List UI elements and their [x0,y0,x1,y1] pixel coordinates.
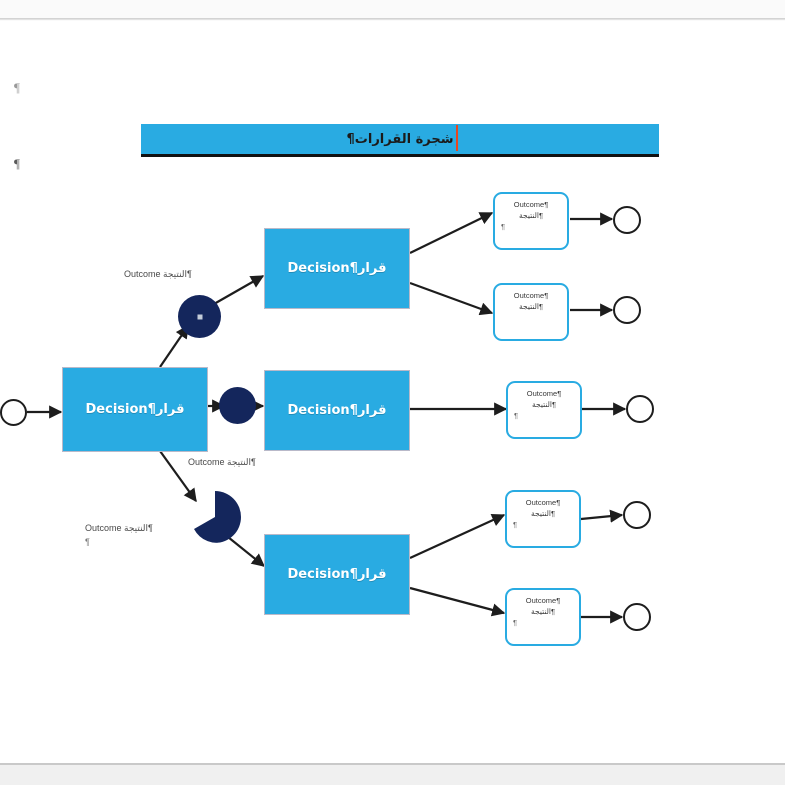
document-page[interactable]: ¶ ¶ شجرة القرارات¶ [0,21,785,763]
chance-node-middle[interactable] [219,387,256,424]
text-caret [456,125,458,151]
edge-label-middle: Outcome النتيجة¶ [188,456,256,470]
chance-node-top[interactable] [178,295,221,338]
edge-label-bottom: Outcome النتيجة¶ ¶ [85,522,153,549]
outcome-5-line2: النتيجة¶ [530,606,556,616]
toolbar-strip [0,0,785,18]
edge-label-top: Outcome النتيجة¶ [124,268,192,282]
outcome-node-4[interactable]: Outcome¶ النتيجة¶ ¶ [505,490,581,548]
chance-node-bottom[interactable] [189,491,241,543]
edge-label-top-text: Outcome النتيجة¶ [124,269,192,279]
outcome-node-2[interactable]: Outcome¶ النتيجة¶ [493,283,569,341]
page-title: شجرة القرارات¶ [346,131,454,147]
paragraph-mark-1: ¶ [14,80,20,95]
outcome-3-line1: Outcome¶ [526,389,562,398]
terminal-circle-3[interactable] [626,395,654,423]
terminal-circle-4[interactable] [623,501,651,529]
terminal-circle-5[interactable] [623,603,651,631]
document-window: ¶ ¶ شجرة القرارات¶ [0,0,785,785]
decision-middle-label-en: Decision [287,403,350,418]
outcome-node-5[interactable]: Outcome¶ النتيجة¶ ¶ [505,588,581,646]
decision-node-root[interactable]: قرار¶ Decision [62,367,208,452]
edge-label-bottom-text: Outcome النتيجة¶ [85,523,153,533]
status-bar [0,765,785,785]
outcome-node-3[interactable]: Outcome¶ النتيجة¶ ¶ [506,381,582,439]
decision-top-label-en: Decision [287,261,350,276]
paragraph-mark-2: ¶ [14,156,20,171]
start-circle[interactable] [0,399,27,426]
decision-top-label: قرار¶ [349,261,387,276]
decision-root-label-en: Decision [85,402,148,417]
title-banner[interactable]: شجرة القرارات¶ [141,124,659,154]
decision-middle-label: قرار¶ [349,403,387,418]
decision-node-top[interactable]: قرار¶ Decision [264,228,410,309]
decision-root-label: قرار¶ [147,402,185,417]
terminal-circle-2[interactable] [613,296,641,324]
outcome-3-line3: ¶ [514,410,519,420]
outcome-5-line3: ¶ [513,617,518,627]
edge-label-middle-text: Outcome النتيجة¶ [188,457,256,467]
outcome-1-line1: Outcome¶ [513,200,549,209]
edge-label-bottom-pilcrow: ¶ [85,536,90,547]
outcome-5-line1: Outcome¶ [525,596,561,605]
terminal-circle-1[interactable] [613,206,641,234]
decision-node-middle[interactable]: قرار¶ Decision [264,370,410,451]
decision-bottom-label-en: Decision [287,567,350,582]
title-underline [141,154,659,157]
outcome-node-1[interactable]: Outcome¶ النتيجة¶ ¶ [493,192,569,250]
status-divider [0,763,785,765]
outcome-2-line1: Outcome¶ [513,291,549,300]
toolbar-divider [0,18,785,21]
outcome-1-line2: النتيجة¶ [518,210,544,220]
chance-center-dot-icon [197,314,202,319]
outcome-4-line3: ¶ [513,519,518,529]
outcome-4-line2: النتيجة¶ [530,508,556,518]
decision-node-bottom[interactable]: قرار¶ Decision [264,534,410,615]
outcome-3-line2: النتيجة¶ [531,399,557,409]
outcome-4-line1: Outcome¶ [525,498,561,507]
outcome-1-line3: ¶ [501,221,506,231]
outcome-2-line2: النتيجة¶ [518,301,544,311]
decision-bottom-label: قرار¶ [349,567,387,582]
